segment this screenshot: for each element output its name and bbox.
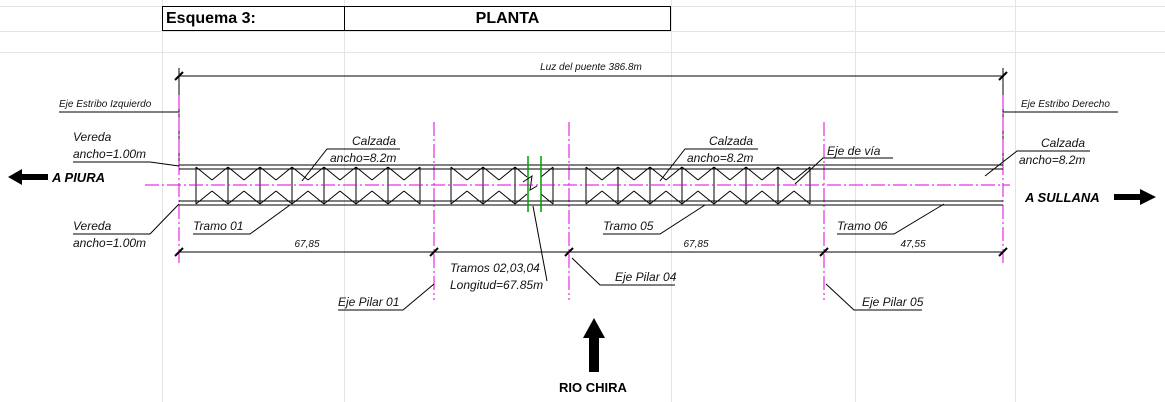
dim-span-05: 67,85: [683, 239, 708, 250]
scheme-title-cell[interactable]: PLANTA: [344, 6, 671, 31]
deck-2-title: Calzada: [709, 134, 753, 148]
pier-axis-lines: [178, 95, 1004, 300]
span-06-label: Tramo 06: [837, 219, 888, 233]
break-symbol: [522, 156, 542, 212]
truss-middle-spans: [450, 166, 554, 205]
grid-column-line: [162, 0, 163, 402]
grid-column-line: [1015, 0, 1016, 402]
left-abutment-label: Eje Estribo Izquierdo: [59, 99, 152, 110]
sidewalk-bottom-label: Vereda: [73, 219, 112, 233]
pier-05-label: Eje Pilar 05: [862, 295, 924, 309]
direction-right-label: A SULLANA: [1024, 190, 1100, 205]
deck-1-title: Calzada: [352, 134, 396, 148]
dim-span-06: 47,55: [900, 239, 925, 250]
scheme-label-cell[interactable]: Esquema 3:: [162, 6, 345, 31]
sidewalk-bottom-width: ancho=1.00m: [73, 236, 146, 250]
river-label: RIO CHIRA: [559, 380, 628, 395]
span-length-label: Luz del puente 386.8m: [540, 62, 642, 73]
middle-spans-length: Longitud=67.85m: [450, 278, 543, 292]
direction-left-label: A PIURA: [51, 170, 105, 185]
middle-spans-label: Tramos 02,03,04: [450, 261, 540, 275]
road-axis-label: Eje de vía: [827, 144, 881, 158]
arrow-right-icon: [1114, 189, 1156, 205]
pier-04-label: Eje Pilar 04: [615, 270, 677, 284]
right-abutment-label: Eje Estribo Derecho: [1021, 99, 1110, 110]
dim-span-01: 67,85: [294, 239, 319, 250]
span-01-label: Tramo 01: [193, 219, 243, 233]
grid-row-line: [0, 31, 1165, 32]
sidewalk-top-label: Vereda: [73, 130, 112, 144]
deck-2-width: ancho=8.2m: [687, 151, 753, 165]
deck-3-width: ancho=8.2m: [1019, 153, 1085, 167]
span-05-label: Tramo 05: [603, 219, 654, 233]
span-dimension-line: [174, 247, 1008, 257]
arrow-left-icon: [8, 169, 48, 185]
overall-span-dimension: [174, 68, 1008, 167]
deck-3-title: Calzada: [1041, 136, 1085, 150]
pier-01-label: Eje Pilar 01: [338, 295, 399, 309]
river-flow-arrow-icon: [583, 318, 605, 372]
deck-1-width: ancho=8.2m: [330, 151, 396, 165]
grid-row-line: [0, 52, 1165, 53]
sidewalk-top-width: ancho=1.00m: [73, 147, 146, 161]
bridge-deck-outline: [179, 164, 1003, 206]
